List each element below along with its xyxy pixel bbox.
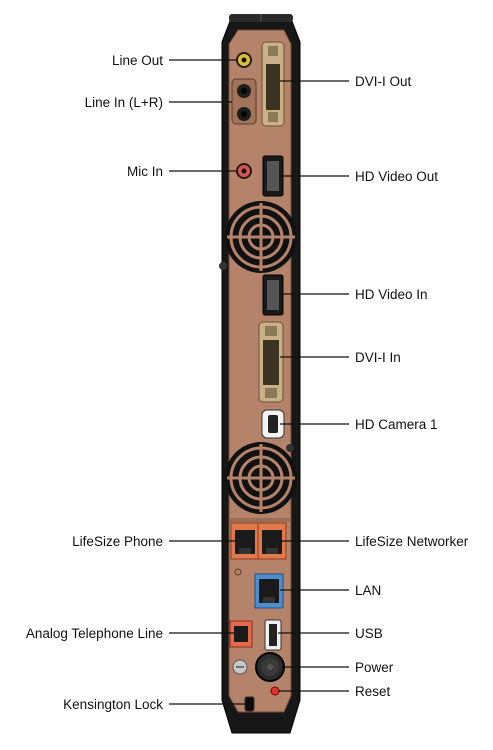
label-reset: Reset <box>355 684 391 699</box>
hd-video-in-port <box>262 274 284 316</box>
label-dvi-in: DVI-I In <box>355 350 401 365</box>
label-line-out: Line Out <box>112 53 163 68</box>
cooling-fan-top <box>225 201 297 273</box>
dvi-in-connector <box>258 321 284 403</box>
panel-screw <box>219 262 227 270</box>
ground-symbol <box>234 568 242 576</box>
label-dvi-out: DVI-I Out <box>355 74 412 89</box>
label-lifesize-phone: LifeSize Phone <box>72 534 163 549</box>
hd-camera-1-port <box>261 409 285 439</box>
label-usb: USB <box>355 626 383 641</box>
ground-screw <box>232 659 248 675</box>
left-labels: Line Out Line In (L+R) Mic In LifeSize P… <box>26 53 163 712</box>
label-analog-telephone-line: Analog Telephone Line <box>26 626 163 641</box>
lifesize-phone-port <box>230 522 260 560</box>
line-out-jack <box>236 52 252 68</box>
leader-lines <box>169 59 349 705</box>
line-in-jacks <box>231 78 257 125</box>
usb-port <box>264 619 282 651</box>
right-labels: DVI-I Out HD Video Out HD Video In DVI-I… <box>355 74 469 699</box>
power-button <box>255 652 285 682</box>
panel-screw <box>286 444 294 452</box>
cooling-fan-bottom <box>225 442 297 514</box>
mic-in-jack <box>236 163 252 179</box>
label-power: Power <box>355 660 394 675</box>
label-mic-in: Mic In <box>127 164 163 179</box>
label-lan: LAN <box>355 583 381 598</box>
reset-button <box>270 686 280 696</box>
label-kensington-lock: Kensington Lock <box>63 697 163 712</box>
label-hd-video-out: HD Video Out <box>355 169 438 184</box>
analog-telephone-port <box>229 620 253 648</box>
label-hd-camera-1: HD Camera 1 <box>355 417 438 432</box>
label-lifesize-networker: LifeSize Networker <box>355 534 469 549</box>
dvi-out-connector <box>261 41 285 127</box>
lan-port <box>254 573 284 609</box>
label-hd-video-in: HD Video In <box>355 287 428 302</box>
label-line-in: Line In (L+R) <box>85 95 163 110</box>
